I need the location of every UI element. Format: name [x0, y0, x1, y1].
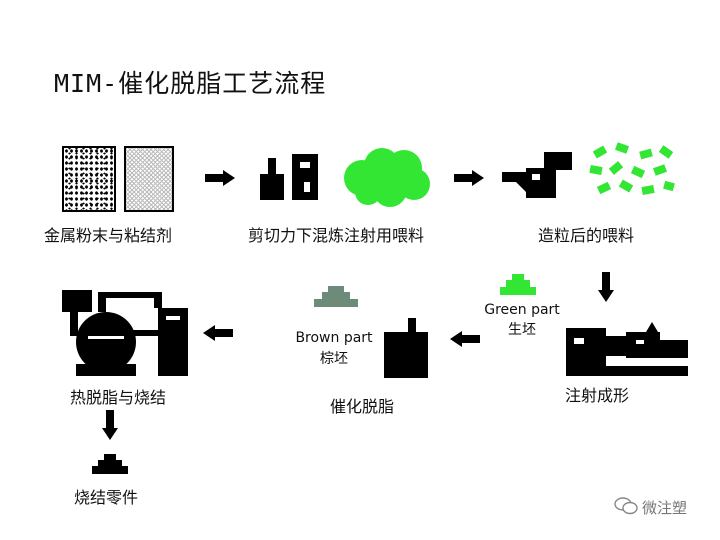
step-pellet-label: 造粒后的喂料 — [538, 226, 635, 245]
step-injection-label: 注射成形 — [565, 386, 630, 405]
step-mixing-label: 剪切力下混炼注射用喂料 — [248, 226, 425, 245]
mixer-icon — [260, 154, 318, 200]
brown-part-en-label: Brown part — [295, 330, 373, 346]
injection-machine-icon — [566, 322, 688, 376]
page-title: MIM-催化脱脂工艺流程 — [54, 69, 327, 98]
binder-image — [124, 146, 174, 212]
arrow-right-icon — [205, 170, 235, 186]
green-feedstock-cloud — [344, 148, 430, 207]
arrow-down-icon — [102, 410, 118, 440]
green-part-shape — [500, 274, 536, 295]
brown-part-shape — [314, 286, 358, 307]
step-debinding-label: 催化脱脂 — [330, 397, 395, 416]
arrow-left-icon — [203, 325, 233, 341]
green-part-zh-label: 生坯 — [508, 322, 536, 338]
watermark-text: 微注塑 — [642, 499, 688, 517]
arrow-right-icon — [454, 170, 484, 186]
pelletizer-icon — [502, 152, 572, 198]
sintered-part-shape — [92, 454, 128, 474]
arrow-down-icon — [598, 272, 614, 302]
sintering-furnace-icon — [62, 290, 188, 376]
green-pellets — [589, 142, 675, 195]
wechat-logo-icon — [614, 497, 638, 515]
step-raw-materials-label: 金属粉末与粘结剂 — [44, 226, 173, 245]
arrow-left-icon — [450, 331, 480, 347]
metal-powder-image — [62, 146, 116, 212]
step-sintering-label: 热脱脂与烧结 — [70, 388, 167, 407]
brown-part-zh-label: 棕坯 — [320, 351, 348, 367]
green-part-en-label: Green part — [484, 302, 560, 318]
step-sintered-part-label: 烧结零件 — [74, 488, 139, 507]
debinding-oven-icon — [384, 318, 428, 378]
